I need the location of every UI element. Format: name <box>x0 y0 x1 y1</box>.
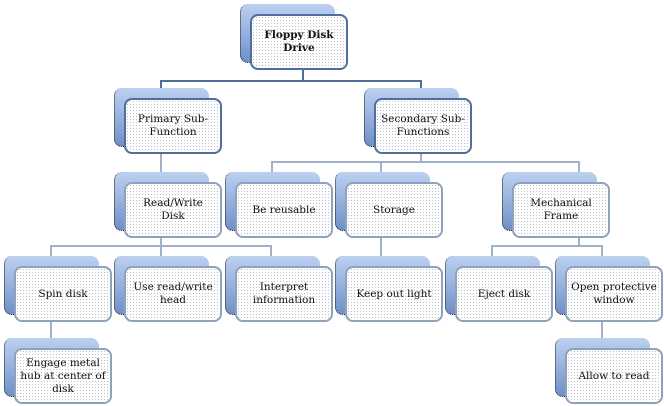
connector <box>270 245 272 257</box>
node-label: Keep out light <box>345 266 443 322</box>
connector <box>601 322 603 342</box>
node-primary-sub-function: Primary Sub-Function <box>114 88 226 156</box>
connector <box>601 245 603 257</box>
connector <box>302 70 304 81</box>
connector <box>380 161 382 173</box>
node-label: Engage metal hub at center of disk <box>14 348 112 404</box>
connector <box>420 154 422 162</box>
connector <box>491 245 493 257</box>
node-read-write-disk: Read/Write Disk <box>114 172 226 240</box>
node-label: Open protective window <box>565 266 663 322</box>
node-use-read-write-head: Use read/write head <box>114 256 226 324</box>
node-engage-metal-hub: Engage metal hub at center of disk <box>4 338 116 406</box>
node-label: Mechanical Frame <box>512 182 610 238</box>
connector <box>420 80 422 92</box>
connector <box>160 245 162 257</box>
node-storage: Storage <box>335 172 447 240</box>
connector <box>160 80 422 82</box>
node-eject-disk: Eject disk <box>445 256 557 324</box>
node-allow-to-read: Allow to read <box>555 338 664 406</box>
connector <box>491 245 603 247</box>
node-floppy-disk-drive: Floppy Disk Drive <box>240 4 352 72</box>
connector <box>160 238 162 246</box>
node-mechanical-frame: Mechanical Frame <box>502 172 614 240</box>
node-label: Secondary Sub-Functions <box>374 98 472 154</box>
node-be-reusable: Be reusable <box>225 172 337 240</box>
node-label: Allow to read <box>565 348 663 404</box>
connector <box>271 161 580 163</box>
connector <box>578 238 580 246</box>
node-label: Spin disk <box>14 266 112 322</box>
node-spin-disk: Spin disk <box>4 256 116 324</box>
connector <box>160 154 162 174</box>
node-label: Use read/write head <box>124 266 222 322</box>
node-keep-out-light: Keep out light <box>335 256 447 324</box>
connector <box>578 161 580 173</box>
node-interpret-information: Interpret information <box>225 256 337 324</box>
connector <box>160 80 162 92</box>
node-label: Storage <box>345 182 443 238</box>
node-label: Be reusable <box>235 182 333 238</box>
connector <box>380 238 382 258</box>
connector <box>50 322 52 342</box>
node-label: Floppy Disk Drive <box>250 14 348 70</box>
node-label: Eject disk <box>455 266 553 322</box>
connector <box>50 245 52 257</box>
node-label: Primary Sub-Function <box>124 98 222 154</box>
node-open-protective-window: Open protective window <box>555 256 664 324</box>
node-label: Interpret information <box>235 266 333 322</box>
connector <box>271 161 273 173</box>
node-secondary-sub-functions: Secondary Sub-Functions <box>364 88 476 156</box>
node-label: Read/Write Disk <box>124 182 222 238</box>
